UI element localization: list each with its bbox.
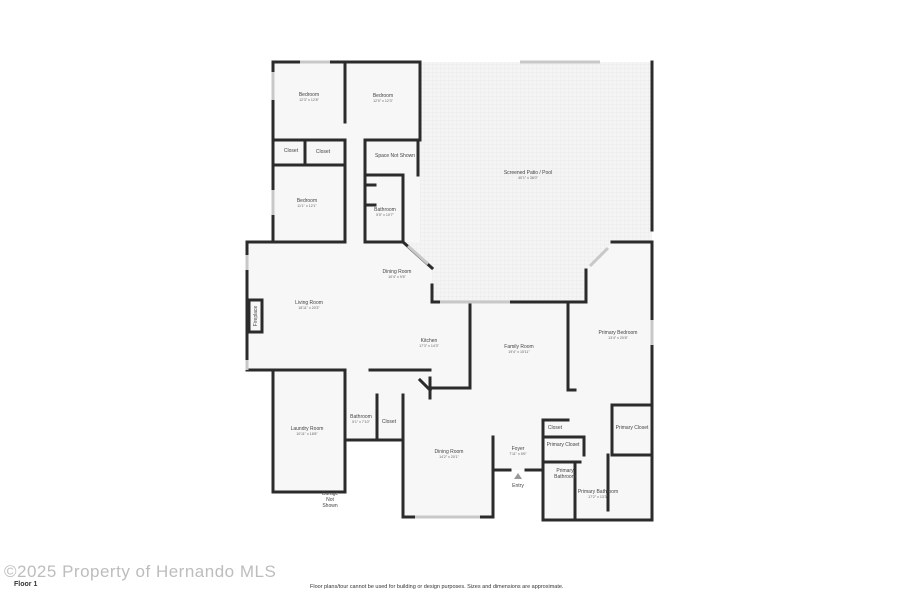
room-space-not-shown: Space Not Shown bbox=[375, 153, 415, 159]
room-dim: 5'5" x 10'7" bbox=[376, 213, 394, 217]
room-closet-1: Closet bbox=[284, 148, 299, 154]
room-dim: 19'4" x 15'11" bbox=[508, 350, 530, 354]
room-dim: 12'0" x 12'3" bbox=[373, 99, 393, 103]
room-dim: 10'11" x 18'8" bbox=[296, 432, 318, 436]
fireplace-box bbox=[247, 298, 264, 334]
room-primary-closet-2: Primary Closet bbox=[616, 425, 649, 431]
room-dining-room-1: Dining Room bbox=[383, 269, 412, 275]
watermark: ©2025 Property of Hernando MLS bbox=[4, 562, 277, 581]
room-bedroom-3: Bedroom bbox=[297, 198, 317, 204]
entry-arrow-icon bbox=[514, 473, 522, 479]
room-primary-closet-1: Primary Closet bbox=[547, 442, 580, 448]
room-closet-2: Closet bbox=[316, 149, 331, 155]
room-dim: 17'2" x 13'3" bbox=[588, 495, 608, 499]
windows bbox=[245, 60, 654, 519]
room-bedroom-1: Bedroom bbox=[299, 92, 319, 98]
room-kitchen: Kitchen bbox=[421, 338, 438, 344]
room-dim: 14'2" x 20'1" bbox=[439, 455, 459, 459]
room-closet-3: Closet bbox=[382, 419, 397, 425]
room-dim: 18'11" x 20'3" bbox=[298, 306, 320, 310]
room-bathroom-1: Bathroom bbox=[374, 207, 396, 213]
room-dim: 7'11" x 5'6" bbox=[509, 452, 527, 456]
room-dim: 13'4" x 20'8" bbox=[608, 336, 628, 340]
room-dim: 12'3" x 12'8" bbox=[299, 98, 319, 102]
room-primary-bathroom-2: Primary Bathroom bbox=[578, 489, 618, 495]
entry-label: Entry bbox=[512, 483, 524, 489]
room-patio: Screened Patio / Pool bbox=[504, 170, 552, 176]
room-dim: 11'1" x 12'1" bbox=[297, 204, 317, 208]
room-dim: 17'3" x 14'3" bbox=[419, 344, 439, 348]
floor-label: Floor 1 bbox=[14, 581, 38, 588]
garage-label-2: Not bbox=[326, 497, 334, 503]
room-laundry-room: Laundry Room bbox=[291, 426, 324, 432]
room-family-room: Family Room bbox=[504, 344, 533, 350]
room-fireplace: Fireplace bbox=[253, 306, 259, 327]
room-foyer: Foyer bbox=[512, 446, 525, 452]
room-closet-4: Closet bbox=[548, 425, 563, 431]
room-dim: 10'4" x 9'6" bbox=[388, 275, 406, 279]
room-bedroom-2: Bedroom bbox=[373, 93, 393, 99]
room-dining-room-2: Dining Room bbox=[435, 449, 464, 455]
room-primary-bedroom: Primary Bedroom bbox=[599, 330, 638, 336]
interior-floor bbox=[247, 62, 652, 520]
garage-label-1: Garage bbox=[322, 491, 339, 497]
disclaimer: Floor plans/tour cannot be used for buil… bbox=[310, 584, 564, 590]
patio-area bbox=[403, 62, 652, 302]
garage-label-3: Shown bbox=[322, 503, 338, 509]
room-dim: 40'1" x 38'0" bbox=[518, 176, 538, 180]
room-labels: Bedroom 12'3" x 12'8" Bedroom 12'0" x 12… bbox=[253, 92, 649, 509]
room-dim: 5'1" x 7'10" bbox=[352, 420, 370, 424]
room-living-room: Living Room bbox=[295, 300, 323, 306]
room-bathroom-2: Bathroom bbox=[350, 414, 372, 420]
